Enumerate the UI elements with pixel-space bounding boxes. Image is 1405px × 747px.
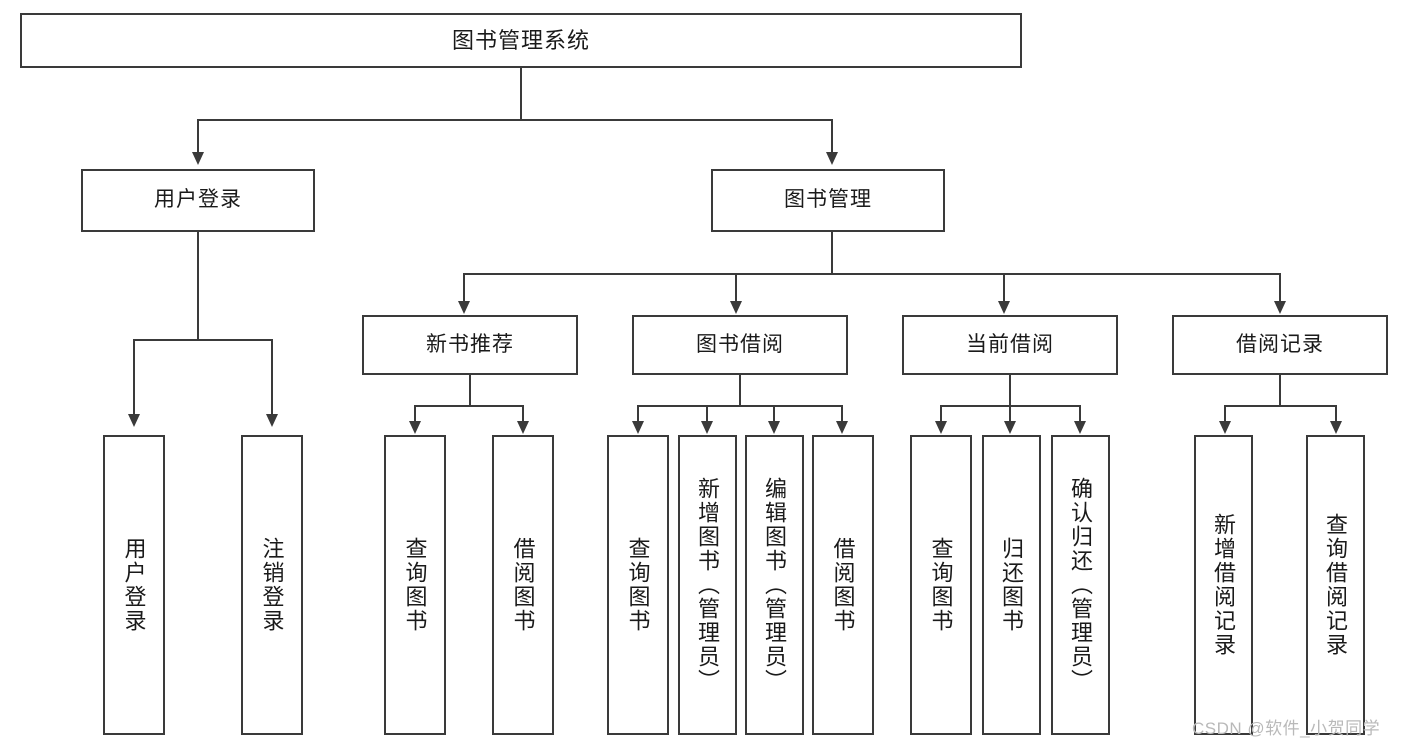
edge-book-manage-drop-1 — [463, 273, 465, 303]
edge-new-book-drop-1 — [414, 405, 416, 422]
leaf-logout[interactable]: 注销登录 — [241, 435, 303, 735]
edge-book-manage-drop-3 — [1003, 273, 1005, 303]
leaf-return-book[interactable]: 归还图书 — [982, 435, 1041, 735]
leaf-add-book[interactable]: 新增图书（管理员） — [678, 435, 737, 735]
node-label: 借阅图书 — [510, 537, 536, 633]
edge-book-borrow-drop-1 — [637, 405, 639, 422]
arrow-leaf-confirm-return — [1074, 421, 1086, 434]
arrow-to-current-borrow — [998, 301, 1010, 314]
leaf-add-borrow-record[interactable]: 新增借阅记录 — [1194, 435, 1253, 735]
leaf-query-borrow-record[interactable]: 查询借阅记录 — [1306, 435, 1365, 735]
arrow-to-book-manage — [826, 152, 838, 165]
node-label: 确认归还（管理员） — [1068, 477, 1094, 693]
edge-current-borrow-stem — [1009, 375, 1011, 406]
node-label: 用户登录 — [154, 188, 242, 212]
arrow-leaf-borrow-book-1 — [517, 421, 529, 434]
edge-book-borrow-drop-3 — [773, 405, 775, 422]
edge-book-borrow-drop-2 — [706, 405, 708, 422]
leaf-edit-book[interactable]: 编辑图书（管理员） — [745, 435, 804, 735]
edge-book-manage-drop-4 — [1279, 273, 1281, 303]
arrow-to-book-borrow — [730, 301, 742, 314]
node-new-book-recommend[interactable]: 新书推荐 — [362, 315, 578, 375]
arrow-leaf-query-book-1 — [409, 421, 421, 434]
arrow-leaf-return-book — [1004, 421, 1016, 434]
edge-current-borrow-drop-1 — [940, 405, 942, 422]
node-label: 图书管理 — [784, 188, 872, 212]
node-root-system[interactable]: 图书管理系统 — [20, 13, 1022, 68]
node-label: 当前借阅 — [966, 332, 1054, 356]
leaf-user-login[interactable]: 用户登录 — [103, 435, 165, 735]
leaf-confirm-return[interactable]: 确认归还（管理员） — [1051, 435, 1110, 735]
edge-borrow-record-drop-2 — [1335, 405, 1337, 422]
edge-new-book-drop-2 — [522, 405, 524, 422]
node-book-borrow[interactable]: 图书借阅 — [632, 315, 848, 375]
edge-to-user-login — [197, 119, 199, 155]
edge-user-login-drop-1 — [133, 339, 135, 415]
node-label: 查询图书 — [402, 537, 428, 633]
edge-user-login-bus — [133, 339, 273, 341]
arrow-leaf-borrow-book-2 — [836, 421, 848, 434]
edge-current-borrow-drop-2 — [1009, 405, 1011, 422]
leaf-query-book-borrow[interactable]: 查询图书 — [607, 435, 669, 735]
edge-new-book-bus — [414, 405, 524, 407]
arrow-leaf-add-record — [1219, 421, 1231, 434]
node-user-login[interactable]: 用户登录 — [81, 169, 315, 232]
node-label: 图书借阅 — [696, 332, 784, 356]
arrow-leaf-edit-book — [768, 421, 780, 434]
edge-new-book-stem — [469, 375, 471, 406]
node-label: 注销登录 — [259, 537, 285, 633]
edge-root-bus — [197, 119, 833, 121]
arrow-leaf-query-book-3 — [935, 421, 947, 434]
edge-book-borrow-drop-4 — [841, 405, 843, 422]
edge-book-borrow-bus — [637, 405, 843, 407]
leaf-query-book-current[interactable]: 查询图书 — [910, 435, 972, 735]
node-label: 借阅图书 — [830, 537, 856, 633]
edge-root-stem — [520, 68, 522, 120]
leaf-borrow-book-recommend[interactable]: 借阅图书 — [492, 435, 554, 735]
edge-book-manage-bus — [463, 273, 1280, 275]
edge-current-borrow-drop-3 — [1079, 405, 1081, 422]
leaf-borrow-book[interactable]: 借阅图书 — [812, 435, 874, 735]
node-label: 新增借阅记录 — [1211, 513, 1237, 657]
edge-borrow-record-stem — [1279, 375, 1281, 406]
node-label: 用户登录 — [121, 537, 147, 633]
leaf-query-book-recommend[interactable]: 查询图书 — [384, 435, 446, 735]
edge-book-manage-stem — [831, 232, 833, 274]
edge-borrow-record-drop-1 — [1224, 405, 1226, 422]
node-borrow-record[interactable]: 借阅记录 — [1172, 315, 1388, 375]
edge-user-login-drop-2 — [271, 339, 273, 415]
edge-borrow-record-bus — [1224, 405, 1337, 407]
arrow-to-new-book — [458, 301, 470, 314]
node-label: 新书推荐 — [426, 332, 514, 356]
edge-user-login-stem — [197, 232, 199, 340]
arrow-leaf-logout — [266, 414, 278, 427]
arrow-leaf-user-login — [128, 414, 140, 427]
node-label: 图书管理系统 — [451, 27, 590, 53]
edge-book-manage-drop-2 — [735, 273, 737, 303]
edge-to-book-manage — [831, 119, 833, 155]
edge-book-borrow-stem — [739, 375, 741, 406]
node-label: 新增图书（管理员） — [695, 477, 721, 693]
node-label: 查询图书 — [625, 537, 651, 633]
arrow-leaf-add-book — [701, 421, 713, 434]
node-book-management[interactable]: 图书管理 — [711, 169, 945, 232]
arrow-leaf-query-book-2 — [632, 421, 644, 434]
node-label: 查询借阅记录 — [1323, 513, 1349, 657]
node-current-borrow[interactable]: 当前借阅 — [902, 315, 1118, 375]
arrow-to-borrow-record — [1274, 301, 1286, 314]
node-label: 借阅记录 — [1236, 332, 1324, 356]
node-label: 查询图书 — [928, 537, 954, 633]
node-label: 归还图书 — [999, 537, 1025, 633]
arrow-to-user-login — [192, 152, 204, 165]
arrow-leaf-query-record — [1330, 421, 1342, 434]
node-label: 编辑图书（管理员） — [762, 477, 788, 693]
